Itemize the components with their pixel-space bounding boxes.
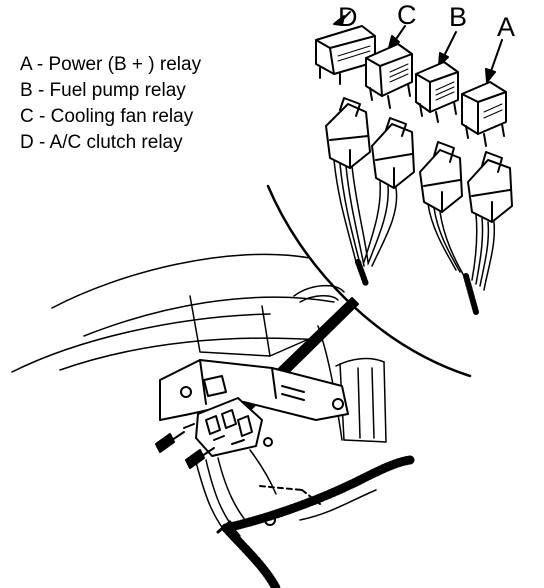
wire-loom xyxy=(355,259,479,315)
relay-a xyxy=(461,81,507,147)
relay-label-a: A xyxy=(497,12,515,42)
fastener-bolts xyxy=(155,423,215,469)
relay-label-b: B xyxy=(449,2,467,32)
legend-item-d: D - A/C clutch relay xyxy=(20,132,183,153)
relay-c xyxy=(365,43,413,109)
callout-arc xyxy=(266,184,472,378)
relay-cluster xyxy=(195,397,273,457)
relay-b xyxy=(415,61,459,123)
relay-wiring xyxy=(333,159,496,291)
relay-connector-c xyxy=(371,117,415,189)
relay-bracket xyxy=(159,359,349,421)
relay-connector-a xyxy=(467,151,513,223)
legend-item-b: B - Fuel pump relay xyxy=(20,80,186,101)
legend-item-a: A - Power (B + ) relay xyxy=(20,54,202,75)
legend-item-c: C - Cooling fan relay xyxy=(20,106,194,127)
relay-connector-d xyxy=(325,97,371,169)
relay-label-c: C xyxy=(397,0,417,30)
relay-connector-b xyxy=(419,141,463,213)
main-wiring-harness xyxy=(195,449,415,588)
pointer-arrows xyxy=(333,11,503,83)
vehicle-body xyxy=(11,253,387,443)
relay-legend: A - Power (B + ) relay B - Fuel pump rel… xyxy=(20,52,201,156)
